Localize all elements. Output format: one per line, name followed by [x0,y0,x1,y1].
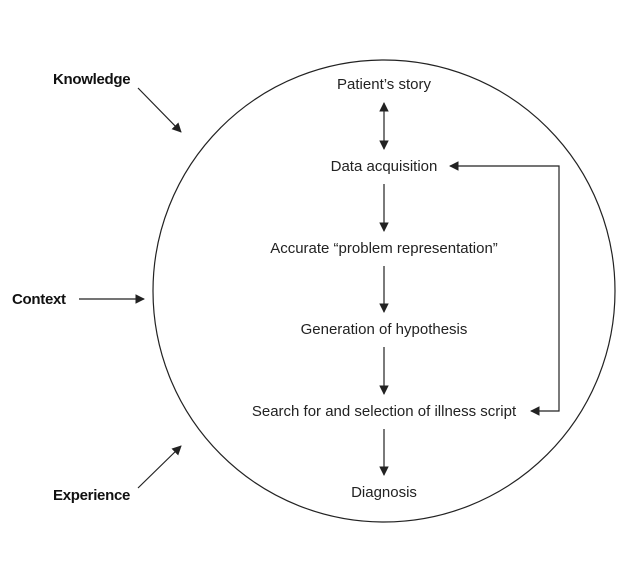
step-problem-representation: Accurate “problem representation” [270,240,498,257]
arrow-experience-in [137,445,182,489]
step-diagnosis: Diagnosis [351,484,417,501]
factor-experience: Experience [53,487,130,504]
step-patients-story: Patient’s story [337,76,431,93]
factor-knowledge: Knowledge [53,71,130,88]
process-circle [152,59,616,523]
feedback-loop-arrow [449,161,560,416]
step-hypothesis-generation: Generation of hypothesis [301,321,468,338]
step-illness-script: Search for and selection of illness scri… [252,403,517,420]
factor-context: Context [12,291,66,308]
step-data-acquisition: Data acquisition [331,158,438,175]
arrow-knowledge-in [137,87,182,133]
